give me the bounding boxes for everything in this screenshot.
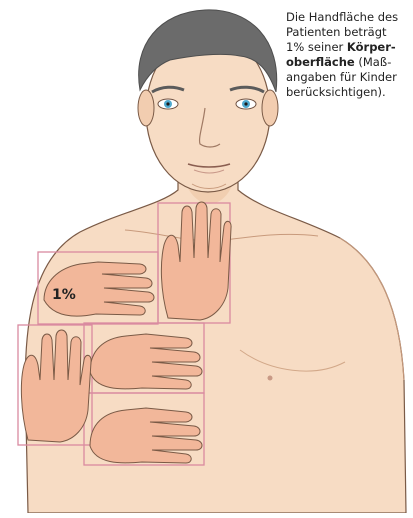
caption-bold-4: oberfläche <box>286 55 355 69</box>
pupil-left <box>166 102 169 105</box>
caption-line-3: 1% seiner Körper- <box>286 40 410 55</box>
ear-left <box>138 90 154 126</box>
hand-percent-label: 1% <box>52 287 76 303</box>
caption-line-5: angaben für Kinder <box>286 70 410 85</box>
caption-text-3: 1% seiner <box>286 40 347 54</box>
caption-line-1: Die Handfläche des <box>286 10 410 25</box>
caption-text-5: angaben für Kinder <box>286 70 397 84</box>
ear-right <box>262 90 278 126</box>
pupil-right <box>244 102 247 105</box>
caption-text-1: Die Handfläche des <box>286 10 398 24</box>
caption-bold-3: Körper- <box>347 40 396 54</box>
caption-text-6: berücksichtigen). <box>286 85 386 99</box>
caption-text-4: (Maß- <box>355 55 392 69</box>
caption-line-6: berücksichtigen). <box>286 85 410 100</box>
caption: Die Handfläche des Patienten beträgt 1% … <box>286 10 410 100</box>
caption-line-2: Patienten beträgt <box>286 25 410 40</box>
caption-line-4: oberfläche (Maß- <box>286 55 410 70</box>
caption-text-2: Patienten beträgt <box>286 25 387 39</box>
nipple-right <box>268 376 273 381</box>
hand-horizontal-mid <box>90 334 202 389</box>
hand-horizontal-lower <box>90 408 202 463</box>
